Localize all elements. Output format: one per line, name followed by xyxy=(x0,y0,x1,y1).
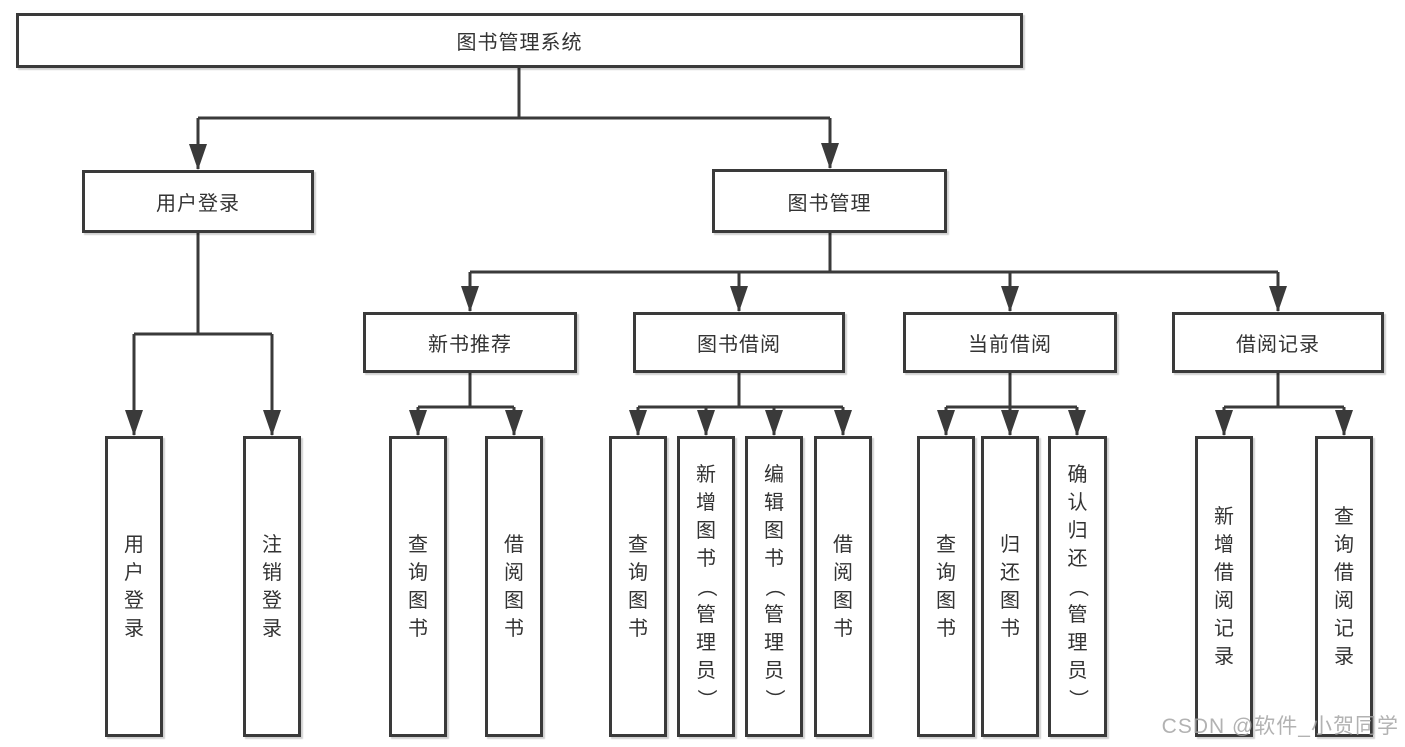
node-root-system: 图书管理系统 xyxy=(16,13,1023,68)
leaf-user-login: 用户登录 xyxy=(105,436,163,737)
node-book-borrowing: 图书借阅 xyxy=(633,312,845,373)
connector-borrow-record-to-leaves xyxy=(1215,373,1353,436)
leaf-edit-books-admin: 编辑图书（管理员） xyxy=(745,436,803,737)
node-book-management: 图书管理 xyxy=(712,169,947,233)
connector-book-mgmt-to-level2 xyxy=(461,233,1287,312)
csdn-watermark: CSDN @软件_小贺同学 xyxy=(1161,715,1399,738)
leaf-query-borrow-record: 查询借阅记录 xyxy=(1315,436,1373,737)
connector-book-borrow-to-leaves xyxy=(629,373,852,436)
leaf-query-books-borrowing: 查询图书 xyxy=(609,436,667,737)
leaf-return-books: 归还图书 xyxy=(981,436,1039,737)
leaf-borrow-books-newbook: 借阅图书 xyxy=(485,436,543,737)
leaf-add-books-admin: 新增图书（管理员） xyxy=(677,436,735,737)
node-current-borrowing: 当前借阅 xyxy=(903,312,1117,373)
leaf-query-books-current: 查询图书 xyxy=(917,436,975,737)
connector-user-login-to-leaves xyxy=(125,233,281,436)
node-new-book-recommend: 新书推荐 xyxy=(363,312,577,373)
leaf-add-borrow-record: 新增借阅记录 xyxy=(1195,436,1253,737)
connector-new-book-to-leaves xyxy=(409,373,523,436)
leaf-borrow-books-borrowing: 借阅图书 xyxy=(814,436,872,737)
leaf-query-books-newbook: 查询图书 xyxy=(389,436,447,737)
leaf-confirm-return-admin: 确认归还（管理员） xyxy=(1048,436,1107,737)
connector-current-borrow-to-leaves xyxy=(937,373,1086,436)
node-borrowing-records: 借阅记录 xyxy=(1172,312,1384,373)
node-user-login: 用户登录 xyxy=(82,170,314,233)
connector-root-to-level1 xyxy=(189,68,839,170)
leaf-logout: 注销登录 xyxy=(243,436,301,737)
